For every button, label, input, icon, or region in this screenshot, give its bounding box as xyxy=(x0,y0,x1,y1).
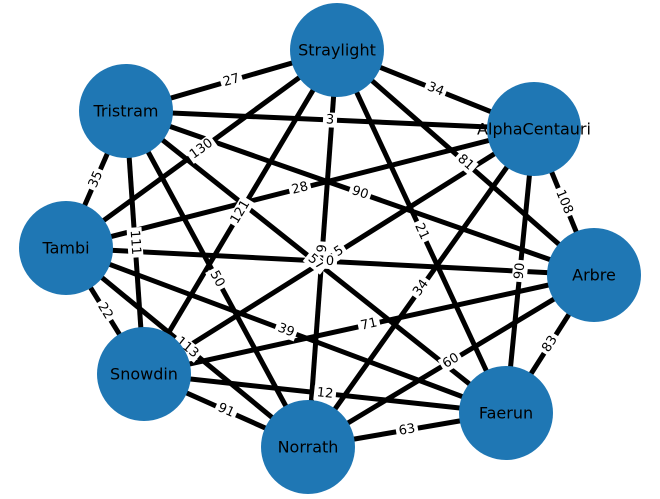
edge-weight-label: 39 xyxy=(276,321,297,341)
node-alphacentauri: AlphaCentauri xyxy=(477,82,591,176)
node-circle xyxy=(261,400,355,494)
edge-weight-label: 91 xyxy=(215,400,236,420)
edge-label-background xyxy=(126,227,144,258)
edge-label-straylight-norrath: 9 xyxy=(314,240,331,257)
edge-weight-label: 111 xyxy=(127,230,144,256)
edge-label-norrath-faerun: 63 xyxy=(394,420,420,440)
edge-label-background xyxy=(322,253,338,270)
edge-label-background xyxy=(537,330,563,358)
node-label: Faerun xyxy=(479,404,533,423)
edge-label-arbre-norrath: 60 xyxy=(437,348,465,374)
edge-label-tambi-faerun: 39 xyxy=(273,319,299,342)
node-tambi: Tambi xyxy=(19,201,113,295)
nodes-layer: StraylightAlphaCentauriArbreFaerunNorrat… xyxy=(19,3,641,494)
edge-weight-label: 90 xyxy=(350,183,371,203)
node-label: Straylight xyxy=(298,41,376,60)
edge-weight-label: 35 xyxy=(86,169,106,190)
edge-label-tambi-arbre: 0 xyxy=(322,253,338,270)
node-circle xyxy=(79,64,173,158)
edge-label-snowdin-arbre: 71 xyxy=(356,314,382,335)
edge-weight-label: 108 xyxy=(552,188,575,217)
node-circle xyxy=(290,3,384,97)
edge-weight-label: 12 xyxy=(316,385,334,402)
edge-weight-label: 71 xyxy=(359,315,378,333)
edge-weight-label: 27 xyxy=(221,71,241,90)
edge-weight-label: 22 xyxy=(94,300,115,322)
edge-label-tristram-tambi: 35 xyxy=(84,166,108,193)
edge-label-tristram-arbre: 90 xyxy=(347,182,373,204)
node-circle xyxy=(487,82,581,176)
node-circle xyxy=(547,228,641,322)
edge-label-background xyxy=(394,420,420,440)
edge-label-snowdin-norrath: 91 xyxy=(212,399,240,422)
edge-label-background xyxy=(273,319,299,342)
edge-label-background xyxy=(437,348,465,374)
edge-label-straylight-faerun: 21 xyxy=(410,218,433,245)
node-snowdin: Snowdin xyxy=(97,327,191,421)
edge-label-background xyxy=(408,274,434,302)
edge-label-tristram-snowdin: 111 xyxy=(126,227,144,258)
edge-weight-label: 9 xyxy=(315,244,331,253)
edge-label-background xyxy=(410,218,433,245)
edge-weight-label: 3 xyxy=(326,112,335,127)
edge-label-background xyxy=(347,182,373,204)
edge-label-background xyxy=(314,240,331,257)
node-norrath: Norrath xyxy=(261,400,355,494)
edge-label-straylight-tristram: 27 xyxy=(218,70,245,91)
edge-weight-label: 63 xyxy=(398,421,417,439)
node-label: Snowdin xyxy=(110,365,178,384)
node-faerun: Faerun xyxy=(459,366,553,460)
edge-label-background xyxy=(313,384,337,403)
edge-weight-label: 0 xyxy=(325,254,334,269)
edge-label-background xyxy=(302,249,330,275)
edge-label-snowdin-faerun: 12 xyxy=(313,384,337,403)
edge-label-background xyxy=(212,399,240,422)
node-straylight: Straylight xyxy=(290,3,384,97)
edge-label-background xyxy=(218,70,245,91)
edge-weight-label: 28 xyxy=(290,179,310,198)
edge-weight-label: 50 xyxy=(206,268,227,290)
node-label: AlphaCentauri xyxy=(477,120,591,139)
edge-label-background xyxy=(551,185,577,219)
node-arbre: Arbre xyxy=(547,228,641,322)
edge-label-background xyxy=(226,195,255,229)
edge-label-tambi-snowdin: 22 xyxy=(92,297,118,325)
node-label: Arbre xyxy=(572,266,616,285)
edge-label-background xyxy=(322,112,338,128)
edge-weight-label: 90 xyxy=(512,262,529,280)
edge-label-background xyxy=(84,166,108,193)
edge-label-background xyxy=(184,134,219,164)
node-label: Tristram xyxy=(92,102,158,121)
edge-label-background xyxy=(287,178,313,199)
node-circle xyxy=(19,201,113,295)
edge-label-background xyxy=(205,265,229,293)
edge-label-background xyxy=(511,259,529,283)
edge-weight-label: 60 xyxy=(440,350,462,371)
edge-weight-label: 21 xyxy=(411,221,432,242)
edge-label-background xyxy=(92,297,118,325)
edge-label-alphacentauri-faerun: 90 xyxy=(511,259,529,283)
edge-label-alphacentauri-arbre: 108 xyxy=(551,185,577,219)
edge-label-tristram-norrath: 50 xyxy=(205,265,229,293)
edge-label-background xyxy=(356,314,382,335)
node-label: Norrath xyxy=(278,438,339,457)
edge-label-background xyxy=(170,332,204,363)
edge-label-background xyxy=(422,78,449,101)
edge-weight-label: 34 xyxy=(425,79,446,99)
edge-label-tristram-alphacentauri: 3 xyxy=(322,112,338,128)
edge-label-alphacentauri-tambi: 28 xyxy=(287,178,313,199)
node-tristram: Tristram xyxy=(79,64,173,158)
edge-label-background xyxy=(452,149,479,176)
node-label: Tambi xyxy=(41,239,89,258)
edge-label-straylight-alphacentauri: 34 xyxy=(422,78,449,101)
node-circle xyxy=(459,366,553,460)
node-circle xyxy=(97,327,191,421)
